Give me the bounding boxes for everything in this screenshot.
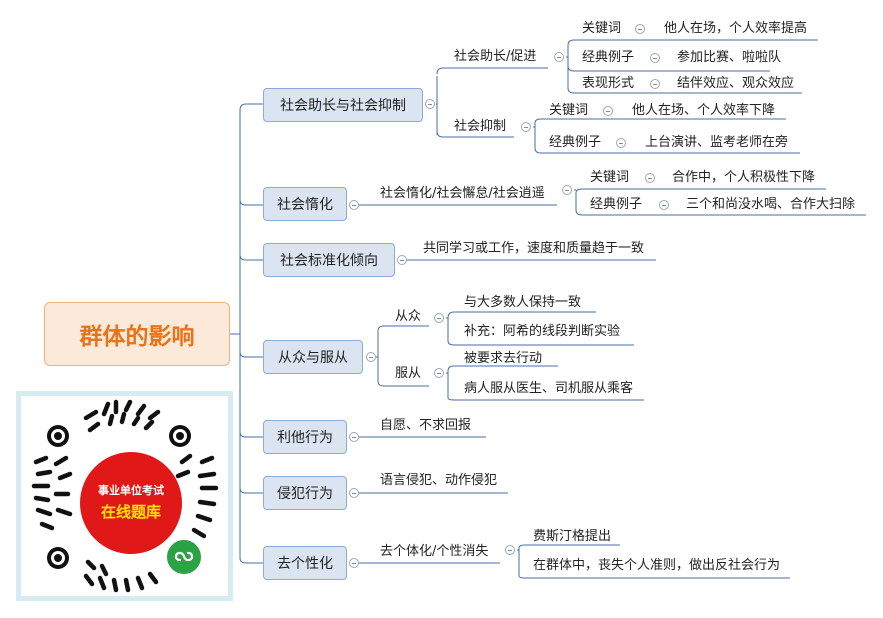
- collapse-icon[interactable]: [349, 488, 359, 498]
- collapse-icon[interactable]: [349, 432, 359, 442]
- collapse-icon[interactable]: [645, 173, 655, 183]
- topic-conformity-obedience[interactable]: 从众与服从: [263, 340, 363, 374]
- subtopic-obedience[interactable]: 服从: [395, 366, 422, 381]
- collapse-icon[interactable]: [635, 24, 645, 34]
- deindividuation-item[interactable]: 费斯汀格提出: [533, 529, 612, 544]
- badge-line2: 在线题库: [100, 503, 161, 521]
- keyword-label[interactable]: 关键词: [590, 170, 630, 185]
- keyword-value[interactable]: 他人在场、个人效率下降: [632, 103, 776, 118]
- collapse-icon[interactable]: [562, 185, 572, 195]
- subtopic-conformity[interactable]: 从众: [395, 309, 422, 324]
- subtopic-loafing[interactable]: 社会惰化/社会懈怠/社会逍遥: [380, 186, 545, 201]
- example-label[interactable]: 经典例子: [590, 197, 643, 212]
- standardization-detail[interactable]: 共同学习或工作，速度和质量趋于一致: [423, 241, 645, 256]
- collapse-icon[interactable]: [366, 352, 376, 362]
- example-value[interactable]: 上台演讲、监考老师在旁: [645, 135, 789, 150]
- conformity-item[interactable]: 补充：阿希的线段判断实验: [464, 324, 621, 339]
- form-value[interactable]: 结伴效应、观众效应: [677, 76, 795, 91]
- mini-program-icon: [165, 538, 203, 576]
- topic-deindividuation[interactable]: 去个性化: [263, 546, 347, 580]
- topic-aggression[interactable]: 侵犯行为: [263, 476, 347, 510]
- collapse-icon[interactable]: [434, 313, 444, 323]
- collapse-icon[interactable]: [616, 138, 626, 148]
- subtopic-facilitation[interactable]: 社会助长/促进: [454, 49, 537, 64]
- example-value[interactable]: 三个和尚没水喝、合作大扫除: [686, 197, 856, 212]
- qr-code-image: [31, 399, 219, 593]
- topic-social-standardization[interactable]: 社会标准化倾向: [263, 243, 395, 277]
- collapse-icon[interactable]: [349, 200, 359, 210]
- root-topic[interactable]: 群体的影响: [44, 302, 230, 366]
- obedience-item[interactable]: 病人服从医生、司机服从乘客: [464, 381, 634, 396]
- collapse-icon[interactable]: [659, 200, 669, 210]
- badge-line1: 事业单位考试: [98, 484, 164, 497]
- collapse-icon[interactable]: [650, 53, 660, 63]
- example-label[interactable]: 经典例子: [582, 50, 635, 65]
- topic-social-facilitation[interactable]: 社会助长与社会抑制: [263, 88, 423, 122]
- altruism-detail[interactable]: 自愿、不求回报: [380, 418, 472, 433]
- aggression-detail[interactable]: 语言侵犯、动作侵犯: [380, 473, 498, 488]
- keyword-value[interactable]: 合作中，个人积极性下降: [672, 170, 816, 185]
- collapse-icon[interactable]: [554, 52, 564, 62]
- collapse-icon[interactable]: [603, 106, 613, 116]
- example-label[interactable]: 经典例子: [549, 135, 602, 150]
- conformity-item[interactable]: 与大多数人保持一致: [464, 295, 582, 310]
- keyword-value[interactable]: 他人在场，个人效率提高: [664, 21, 808, 36]
- collapse-icon[interactable]: [650, 79, 660, 89]
- collapse-icon[interactable]: [397, 255, 407, 265]
- example-value[interactable]: 参加比赛、啦啦队: [677, 50, 782, 65]
- form-label[interactable]: 表现形式: [582, 76, 635, 91]
- subtopic-inhibition[interactable]: 社会抑制: [454, 119, 507, 134]
- collapse-icon[interactable]: [505, 545, 515, 555]
- qr-center-badge: 事业单位考试 在线题库: [80, 452, 182, 554]
- collapse-icon[interactable]: [521, 122, 531, 132]
- collapse-icon[interactable]: [425, 99, 435, 109]
- collapse-icon[interactable]: [434, 368, 444, 378]
- collapse-icon[interactable]: [349, 558, 359, 568]
- subtopic-deindividuation[interactable]: 去个体化/个性消失: [380, 544, 489, 559]
- topic-social-loafing[interactable]: 社会惰化: [263, 187, 347, 221]
- keyword-label[interactable]: 关键词: [582, 21, 622, 36]
- keyword-label[interactable]: 关键词: [549, 103, 589, 118]
- obedience-item[interactable]: 被要求去行动: [464, 351, 543, 366]
- deindividuation-item[interactable]: 在群体中，丧失个人准则，做出反社会行为: [533, 558, 781, 573]
- topic-altruism[interactable]: 利他行为: [263, 420, 347, 454]
